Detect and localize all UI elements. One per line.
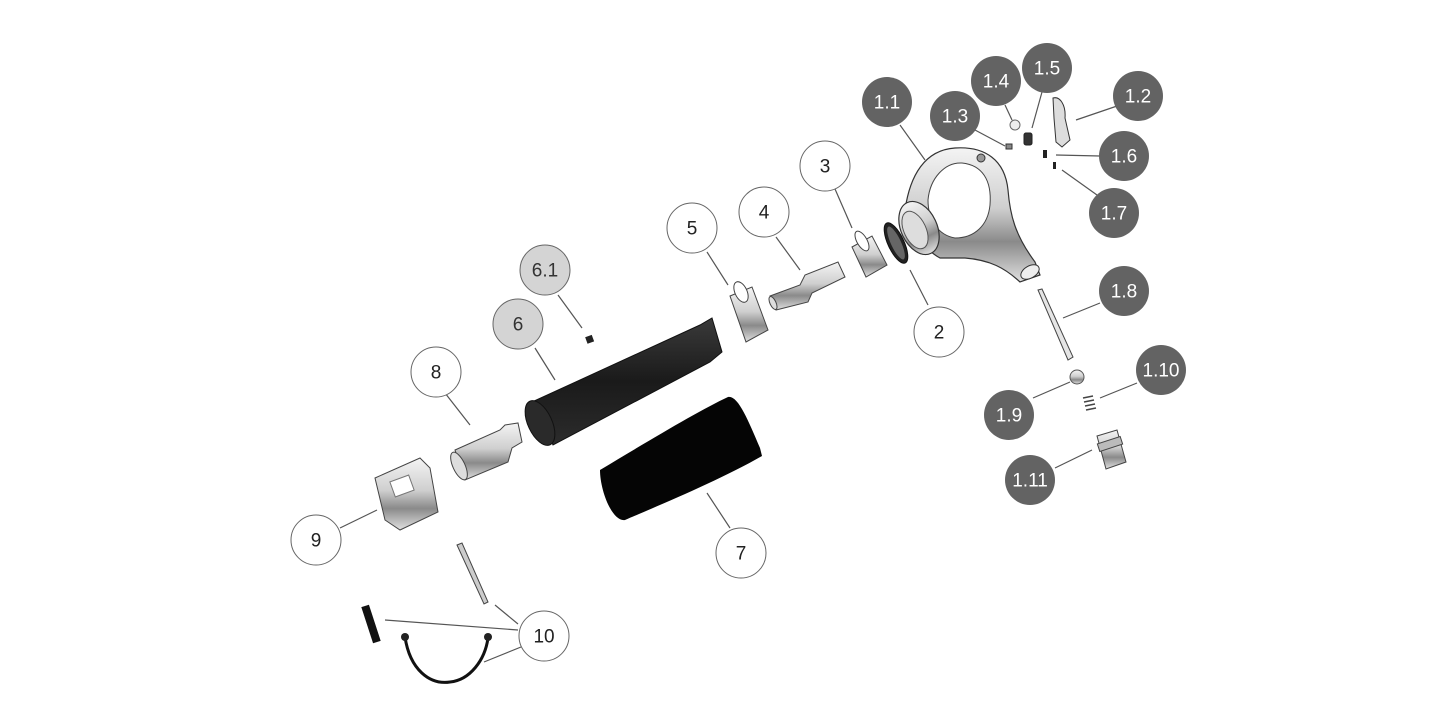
part-1-8-rod bbox=[1037, 288, 1074, 361]
callout-label: 8 bbox=[431, 363, 442, 384]
callout-label: 6.1 bbox=[532, 261, 558, 282]
callout-label: 1.1 bbox=[874, 93, 900, 114]
callout-4[interactable]: 4 bbox=[738, 186, 790, 238]
part-3-ring bbox=[851, 230, 888, 278]
leader-lines bbox=[339, 91, 1138, 663]
part-6-1-screw bbox=[585, 334, 595, 344]
part-4-piston bbox=[768, 261, 846, 311]
callout-2[interactable]: 2 bbox=[913, 306, 965, 358]
callout-label: 10 bbox=[533, 627, 554, 648]
callout-1-5[interactable]: 1.5 bbox=[1022, 43, 1072, 93]
callout-label: 5 bbox=[687, 219, 698, 240]
callout-1-2[interactable]: 1.2 bbox=[1113, 71, 1163, 121]
callout-1-4[interactable]: 1.4 bbox=[971, 56, 1021, 106]
callout-9[interactable]: 9 bbox=[290, 514, 342, 566]
part-8-bushing bbox=[450, 422, 523, 481]
part-1-7-pin bbox=[1053, 162, 1056, 169]
callout-1-6[interactable]: 1.6 bbox=[1099, 131, 1149, 181]
part-1-6-pin bbox=[1043, 150, 1047, 158]
callout-label: 6 bbox=[513, 315, 524, 336]
callout-label: 2 bbox=[934, 323, 945, 344]
callout-label: 3 bbox=[820, 157, 831, 178]
callout-8[interactable]: 8 bbox=[410, 346, 462, 398]
callout-1-8[interactable]: 1.8 bbox=[1099, 266, 1149, 316]
part-1-10-spring bbox=[1082, 395, 1097, 411]
callout-label: 1.2 bbox=[1125, 87, 1151, 108]
callout-label: 7 bbox=[736, 544, 747, 565]
callout-label: 1.7 bbox=[1101, 204, 1127, 225]
part-1-9-ball bbox=[1069, 369, 1085, 385]
callout-1-3[interactable]: 1.3 bbox=[930, 91, 980, 141]
callout-label: 1.4 bbox=[983, 72, 1010, 93]
callout-label: 1.8 bbox=[1111, 282, 1137, 303]
callout-3[interactable]: 3 bbox=[799, 140, 851, 192]
callout-label: 9 bbox=[311, 531, 322, 552]
part-1-5-pin bbox=[1023, 132, 1033, 146]
part-1-11-fitting bbox=[1096, 429, 1127, 470]
callout-label: 1.10 bbox=[1143, 361, 1180, 382]
part-10-pin-lanyard bbox=[361, 542, 492, 684]
callouts: 1.1 1.2 1.3 1.4 1.5 1.6 1.7 1.8 1.9 1.10… bbox=[290, 43, 1186, 662]
part-1-4-washer bbox=[1009, 119, 1021, 131]
callout-label: 1.5 bbox=[1034, 59, 1060, 80]
callout-label: 1.6 bbox=[1111, 147, 1137, 168]
callout-6[interactable]: 6 bbox=[492, 298, 544, 350]
callout-label: 4 bbox=[759, 203, 770, 224]
callout-10[interactable]: 10 bbox=[518, 610, 570, 662]
callout-1-1[interactable]: 1.1 bbox=[862, 77, 912, 127]
part-7-grip-sleeve bbox=[600, 396, 762, 521]
part-1-3-nut bbox=[1005, 143, 1013, 150]
callout-label: 1.9 bbox=[996, 406, 1022, 427]
callout-1-11[interactable]: 1.11 bbox=[1005, 455, 1055, 505]
part-1-2-trigger bbox=[1052, 97, 1071, 148]
callout-5[interactable]: 5 bbox=[666, 202, 718, 254]
callout-1-10[interactable]: 1.10 bbox=[1136, 345, 1186, 395]
callout-7[interactable]: 7 bbox=[715, 527, 767, 579]
part-1-1-handle bbox=[898, 147, 1041, 283]
callout-label: 1.11 bbox=[1012, 471, 1048, 492]
callout-label: 1.3 bbox=[942, 107, 968, 128]
part-6-barrel bbox=[524, 317, 723, 446]
parts bbox=[361, 97, 1127, 684]
callout-1-7[interactable]: 1.7 bbox=[1089, 188, 1139, 238]
callout-6-1[interactable]: 6.1 bbox=[519, 244, 571, 296]
part-9-nut bbox=[374, 457, 439, 531]
part-5-ring bbox=[729, 281, 769, 343]
callout-1-9[interactable]: 1.9 bbox=[984, 390, 1034, 440]
